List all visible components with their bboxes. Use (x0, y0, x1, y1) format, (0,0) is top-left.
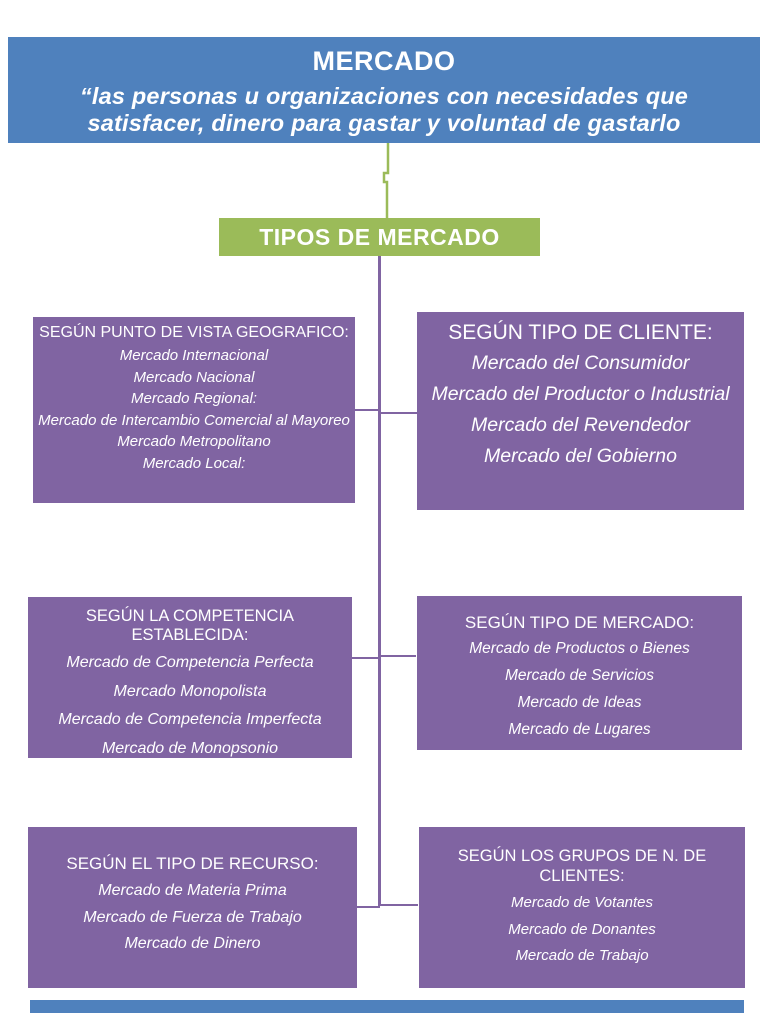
header-quote: “las personas u organizaciones con neces… (8, 83, 760, 137)
box-item: Mercado Internacional (119, 347, 269, 364)
subtitle-label: TIPOS DE MERCADO (259, 223, 500, 250)
box-segun-tipo-de-mercado: SEGÚN TIPO DE MERCADO: Mercado de Produc… (417, 596, 742, 750)
green-connector-line (382, 143, 390, 221)
subtitle-box: TIPOS DE MERCADO (219, 218, 540, 256)
box-segun-la-competencia-establecida: SEGÚN LA COMPETENCIA ESTABLECIDA: Mercad… (28, 597, 352, 758)
footer-bar (30, 1000, 744, 1013)
box-item: Mercado de Monopsonio (101, 739, 279, 757)
box-item: Mercado Metropolitano (117, 433, 271, 450)
connector-row2-right (381, 655, 416, 657)
box-title: SEGÚN LA COMPETENCIA ESTABLECIDA: (85, 607, 295, 644)
header-banner: MERCADO “las personas u organizaciones c… (8, 37, 760, 143)
connector-row1-right (381, 412, 417, 414)
connector-row2-left (348, 657, 380, 659)
box-item: Mercado del Productor o Industrial (431, 383, 730, 405)
box-segun-punto-de-vista-geografico: SEGÚN PUNTO DE VISTA GEOGRAFICO: Mercado… (33, 317, 355, 503)
box-item: Mercado de Donantes (508, 920, 656, 938)
box-item: Mercado de Lugares (508, 721, 651, 738)
quote-line-1: “las personas u organizaciones con neces… (79, 83, 689, 109)
connector-row3-left (351, 906, 380, 908)
box-segun-el-tipo-de-recurso: SEGÚN EL TIPO DE RECURSO: Mercado de Mat… (28, 827, 357, 988)
box-title: SEGÚN EL TIPO DE RECURSO: (66, 854, 319, 873)
page-title: MERCADO (312, 46, 456, 76)
box-item: Mercado del Revendedor (471, 414, 690, 436)
box-item: Mercado Local: (142, 454, 246, 472)
box-title: SEGÚN TIPO DE CLIENTE: (448, 321, 713, 344)
box-item: Mercado de Competencia Imperfecta (58, 711, 322, 728)
box-item: Mercado de Intercambio Comercial al Mayo… (38, 411, 350, 429)
box-item: Mercado de Ideas (517, 694, 642, 711)
box-title: SEGÚN LOS GRUPOS DE N. DE CLIENTES: (457, 847, 707, 885)
box-item: Mercado del Consumidor (471, 352, 690, 374)
box-title: SEGÚN PUNTO DE VISTA GEOGRAFICO: (39, 324, 349, 341)
box-segun-los-grupos-de-n-de-clientes: SEGÚN LOS GRUPOS DE N. DE CLIENTES: Merc… (419, 827, 745, 988)
connector-row3-right (381, 904, 418, 906)
vertical-connector-line (378, 256, 381, 906)
box-item: Mercado de Servicios (504, 667, 655, 684)
connector-row1-left (355, 409, 380, 411)
box-item: Mercado Monopolista (113, 682, 267, 700)
box-item: Mercado de Dinero (124, 935, 261, 952)
box-item: Mercado de Votantes (510, 894, 654, 911)
box-item: Mercado de Productos o Bienes (469, 640, 690, 657)
box-item: Mercado Regional: (131, 390, 257, 407)
box-item: Mercado de Competencia Perfecta (66, 654, 314, 671)
box-segun-tipo-de-cliente: SEGÚN TIPO DE CLIENTE: Mercado del Consu… (417, 312, 744, 510)
box-item: Mercado del Gobierno (484, 445, 677, 467)
box-title: SEGÚN TIPO DE MERCADO: (464, 613, 695, 632)
box-item: Mercado de Fuerza de Trabajo (83, 908, 302, 926)
quote-line-2: satisfacer, dinero para gastar y volunta… (87, 110, 681, 136)
box-item: Mercado Nacional (133, 368, 255, 386)
box-item: Mercado de Trabajo (515, 947, 649, 964)
box-item: Mercado de Materia Prima (98, 882, 287, 899)
